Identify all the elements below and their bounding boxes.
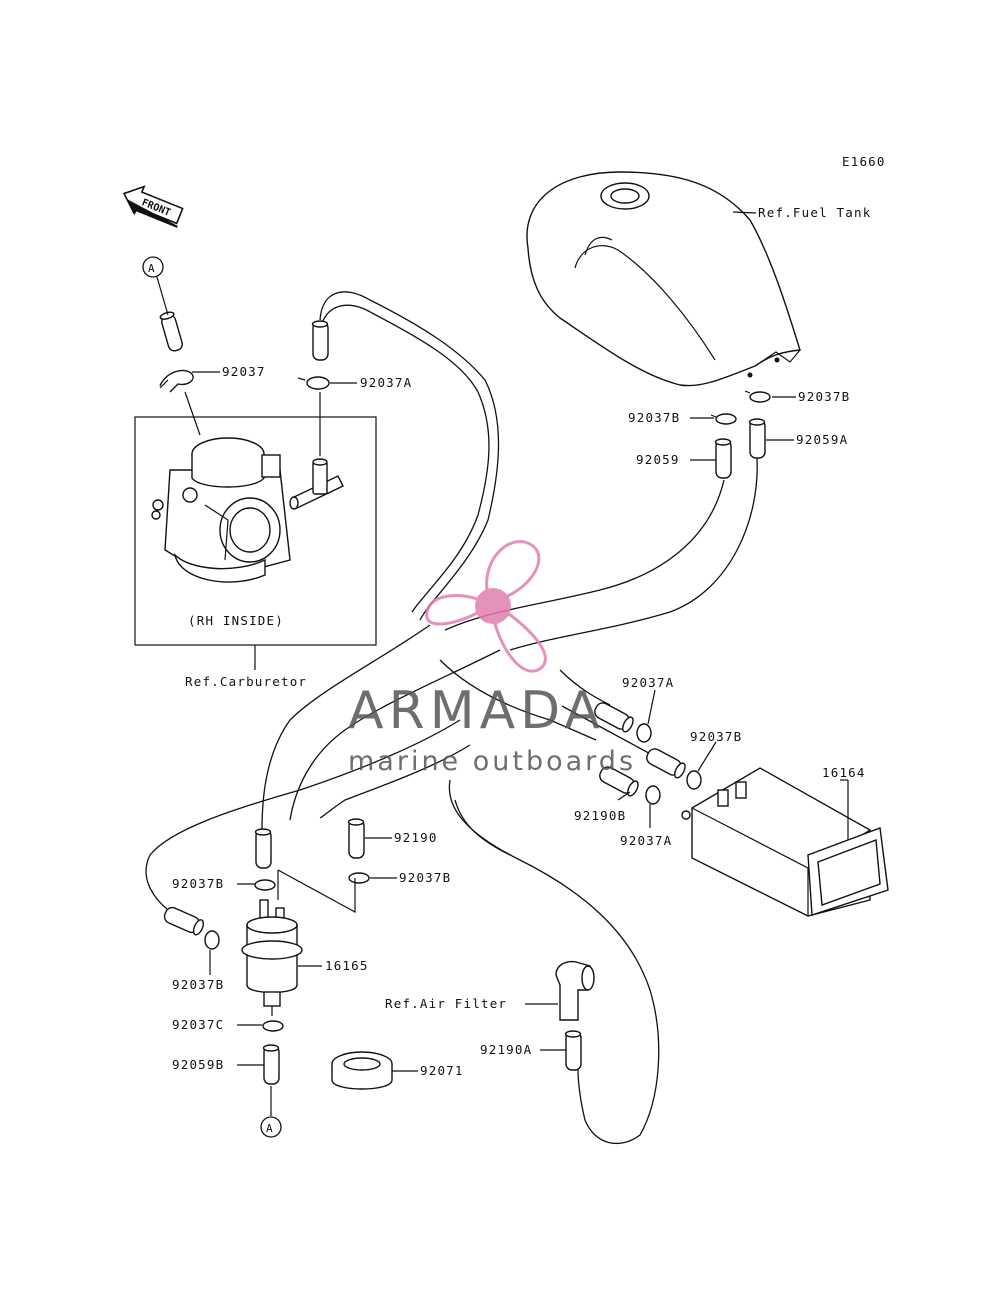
hose-piece-92190b <box>599 766 639 797</box>
svg-text:A: A <box>148 262 155 275</box>
front-arrow-icon: FRONT <box>122 185 184 228</box>
rh-inside-label: (RH INSIDE) <box>188 613 284 628</box>
carburetor <box>151 437 291 583</box>
watermark-brand: ARMADA <box>348 681 605 741</box>
label-92037b-mid: 92037B <box>690 729 742 744</box>
label-92037c: 92037C <box>172 1017 224 1032</box>
hose-piece-92190a <box>564 1030 582 1071</box>
hose-piece-lower-left <box>163 906 205 936</box>
fuel-tank <box>526 171 801 387</box>
grommet-92071 <box>331 1051 393 1090</box>
watermark-tagline: marine outboards <box>348 746 636 777</box>
label-92037a-mid: 92037A <box>622 675 674 690</box>
fuel-filter-16165 <box>241 899 303 1016</box>
t-joint-fitting <box>289 458 344 510</box>
hose-piece-carb <box>311 320 329 361</box>
svg-text:A: A <box>266 1122 273 1135</box>
label-92190b: 92190B <box>574 808 626 823</box>
canister-16164 <box>681 767 889 917</box>
ref-fuel-tank-label: Ref.Fuel Tank <box>758 205 871 220</box>
leader-lines <box>184 371 849 1072</box>
ref-marker-a-bottom: A <box>260 1116 282 1138</box>
label-92037a-low: 92037A <box>620 833 672 848</box>
hose-piece-92059a <box>748 418 766 459</box>
clamp-92037-icon <box>159 369 194 393</box>
air-filter-elbow <box>555 960 595 1021</box>
clamp-92037a-top-icon <box>297 376 330 390</box>
ref-carburetor-label: Ref.Carburetor <box>185 674 307 689</box>
hose-piece-canister-upper <box>594 702 634 733</box>
label-92190a: 92190A <box>480 1042 532 1057</box>
label-16165: 16165 <box>325 958 369 973</box>
clamp-92037a-low-icon <box>645 785 661 805</box>
label-92037: 92037 <box>222 364 266 379</box>
clamp-92037b-bottom-left-icon <box>204 930 220 950</box>
clamp-92037b-tank-left-icon <box>710 413 737 425</box>
label-92037b-filter-right: 92037B <box>399 870 451 885</box>
hose-piece-92190 <box>347 818 365 859</box>
label-92059: 92059 <box>636 452 680 467</box>
diagram-id: E1660 <box>842 154 886 169</box>
clamp-92037a-mid-icon <box>636 723 652 743</box>
hose-piece-92059 <box>714 438 732 479</box>
label-92059a: 92059A <box>796 432 848 447</box>
clamp-92037b-filter-left-icon <box>254 879 276 891</box>
ref-marker-a-top: A <box>142 256 164 278</box>
clamp-92037b-mid-icon <box>686 770 702 790</box>
propeller-logo-icon <box>425 540 547 673</box>
label-92071: 92071 <box>420 1063 464 1078</box>
label-92037b-tank-left: 92037B <box>628 410 680 425</box>
label-92037b-tank-right: 92037B <box>798 389 850 404</box>
hose-piece-filter-top <box>254 828 272 869</box>
label-92037b-bottom-left: 92037B <box>172 977 224 992</box>
hose-piece-canister-mid <box>646 748 686 779</box>
clamp-92037b-tank-right-icon <box>744 390 771 403</box>
label-92037b-filter-left: 92037B <box>172 876 224 891</box>
armada-watermark: ARMADA marine outboards <box>348 540 636 777</box>
label-92059b: 92059B <box>172 1057 224 1072</box>
label-92037a-top: 92037A <box>360 375 412 390</box>
hose-piece-92059b <box>262 1044 280 1085</box>
clamp-92037b-filter-right-icon <box>348 872 370 884</box>
hose-piece-top-left <box>159 311 183 352</box>
label-16164: 16164 <box>822 765 866 780</box>
vacuum-hoses <box>145 291 758 1144</box>
clamp-92037c-icon <box>262 1020 284 1032</box>
label-92190: 92190 <box>394 830 438 845</box>
ref-air-filter-label: Ref.Air Filter <box>385 996 507 1011</box>
